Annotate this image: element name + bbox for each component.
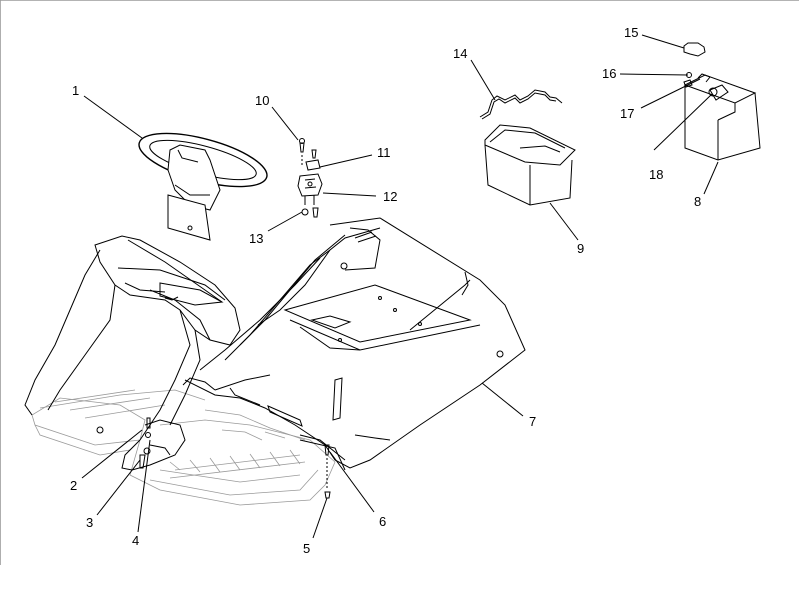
leader-lines — [81, 34, 719, 539]
callout-4: 4 — [132, 533, 139, 548]
front-hood-drawing — [24, 235, 241, 471]
callout-11: 11 — [377, 145, 391, 160]
rear-fender-drawing — [182, 217, 526, 469]
callout-12: 12 — [383, 189, 397, 204]
callout-9: 9 — [577, 241, 584, 256]
callout-16: 16 — [602, 66, 616, 81]
callout-3: 3 — [86, 515, 93, 530]
fasteners-drawing — [139, 417, 346, 499]
callout-10: 10 — [255, 93, 269, 108]
battery-tray-drawing — [484, 124, 576, 206]
callout-1: 1 — [72, 83, 79, 98]
steering-wheel-drawing — [138, 132, 268, 241]
ignition-switch-drawing — [297, 138, 323, 218]
callout-5: 5 — [303, 541, 310, 556]
battery-drawing — [683, 42, 761, 161]
callout-17: 17 — [620, 106, 634, 121]
battery-rod-drawing — [479, 89, 563, 120]
callout-13: 13 — [249, 231, 263, 246]
callout-18: 18 — [649, 167, 663, 182]
callout-8: 8 — [694, 194, 701, 209]
deck-frame-drawing — [31, 389, 336, 506]
callout-7: 7 — [529, 414, 536, 429]
callout-14: 14 — [453, 46, 467, 61]
callout-6: 6 — [379, 514, 386, 529]
callout-2: 2 — [70, 478, 77, 493]
callout-15: 15 — [624, 25, 638, 40]
